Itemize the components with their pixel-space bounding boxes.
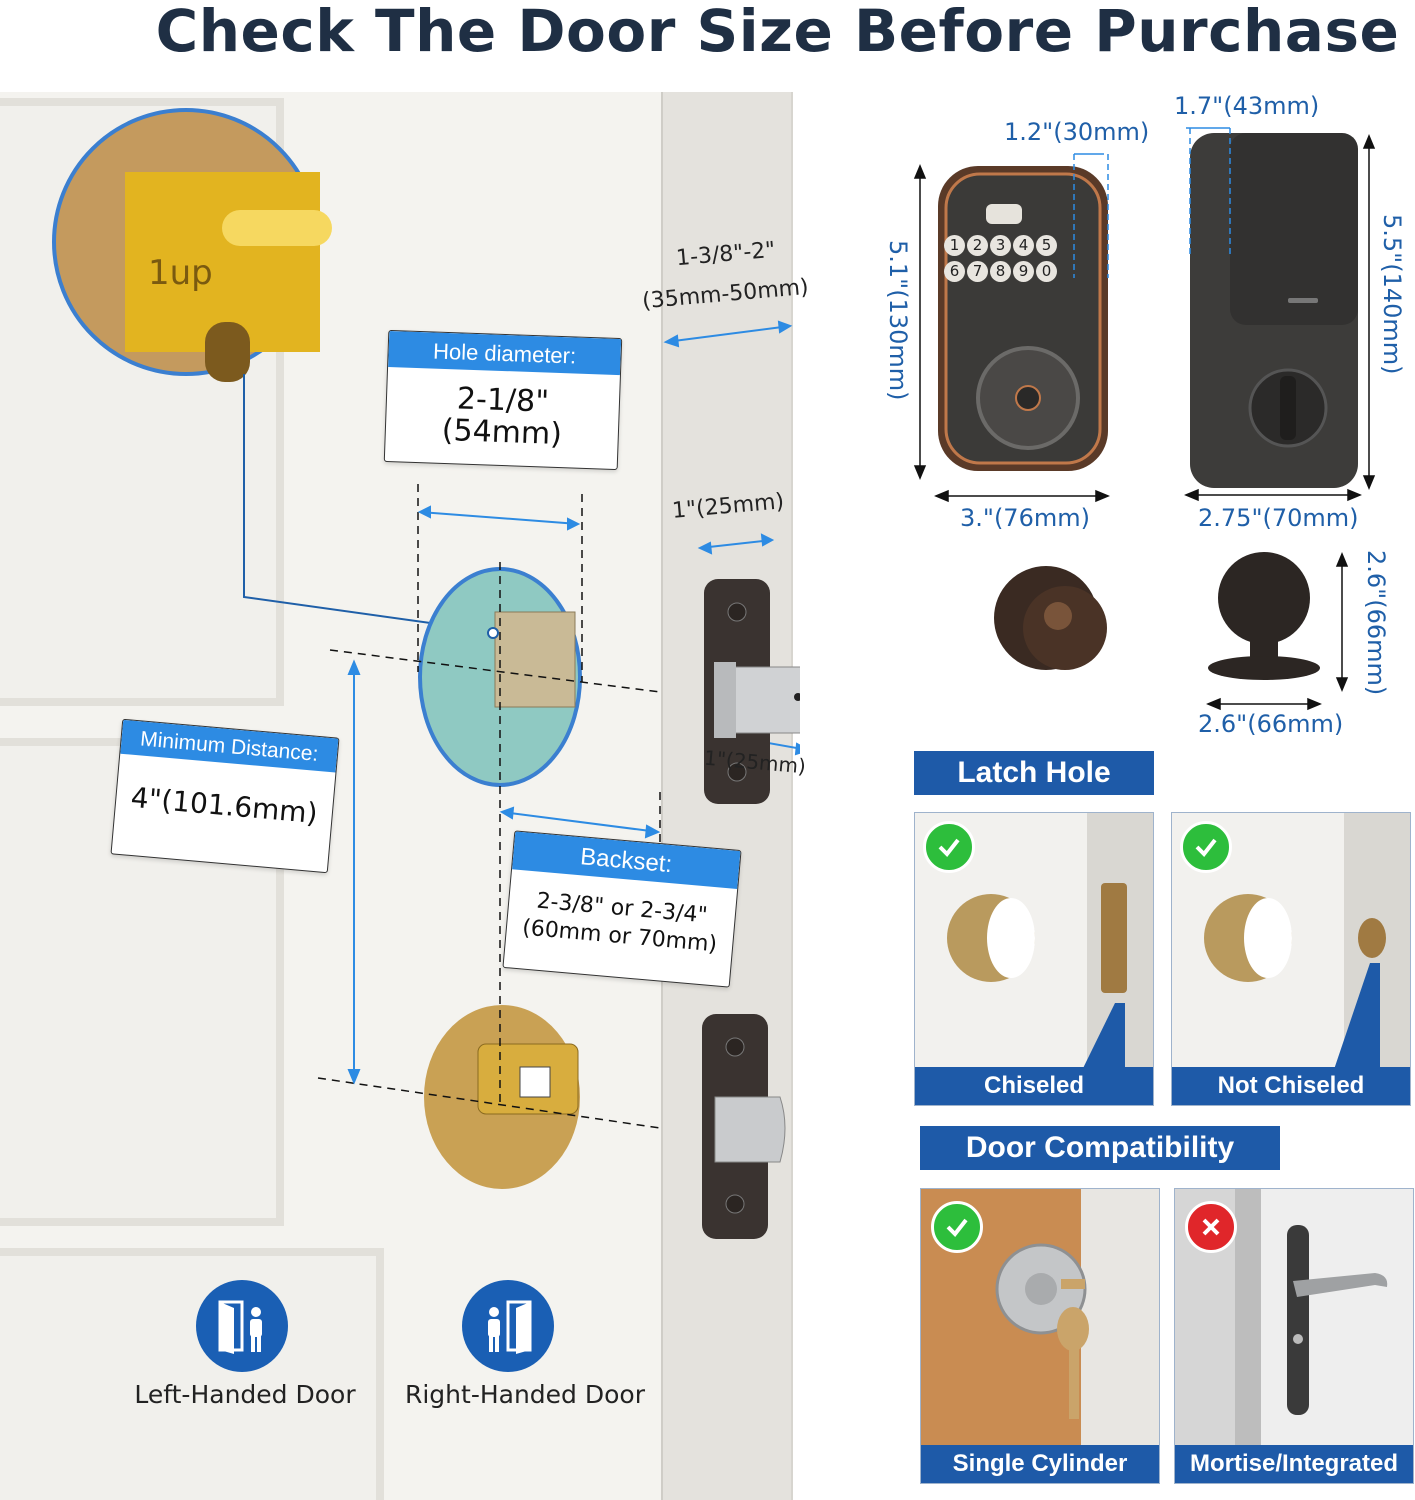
keypad-depth-label: 1.2"(30mm) — [1004, 118, 1150, 146]
check-icon — [931, 1201, 983, 1253]
key-3: 3 — [990, 235, 1011, 256]
key-1: 1 — [944, 235, 965, 256]
not-chiseled-label: Not Chiseled — [1172, 1067, 1410, 1105]
back-height-label: 5.5"(140mm) — [1378, 214, 1406, 375]
back-depth-label: 1.7"(43mm) — [1174, 92, 1320, 120]
key-2: 2 — [967, 235, 988, 256]
chiseled-label: Chiseled — [915, 1067, 1153, 1105]
right-handed-door-label: Right-Handed Door — [404, 1380, 645, 1409]
key-8: 8 — [990, 261, 1011, 282]
page-title: Check The Door Size Before Purchase — [155, 0, 1400, 65]
key-5: 5 — [1036, 235, 1057, 256]
single-cylinder-illustration — [995, 1189, 1159, 1445]
hole-diameter-metric: (54mm) — [441, 412, 563, 453]
door-compatibility-title: Door Compatibility — [920, 1126, 1280, 1170]
back-width-label: 2.75"(70mm) — [1198, 504, 1359, 532]
hole-diameter-card: Hole diameter: 2-1/8" (54mm) — [383, 329, 623, 471]
latch-option-chiseled: Chiseled — [914, 812, 1154, 1106]
door-diagram: 1up — [0, 92, 810, 1500]
keypad-height-label: 5.1"(130mm) — [884, 240, 912, 401]
keypad-width-label: 3."(76mm) — [960, 504, 1090, 532]
key-9: 9 — [1013, 261, 1034, 282]
latch-hole-title: Latch Hole — [914, 751, 1154, 795]
key-4: 4 — [1013, 235, 1034, 256]
left-handed-door-icon — [196, 1280, 288, 1372]
backset-card: Backset: 2-3/8" or 2-3/4" (60mm or 70mm) — [502, 830, 742, 988]
cross-icon — [1185, 1201, 1237, 1253]
check-icon — [1180, 821, 1232, 873]
compat-option-single-cylinder: Single Cylinder — [920, 1188, 1160, 1484]
right-handed-door: Right-Handed Door — [400, 1280, 650, 1409]
door-illustration: 1up — [0, 92, 800, 1500]
key-7: 7 — [967, 261, 988, 282]
key-0: 0 — [1036, 261, 1057, 282]
latch-option-not-chiseled: Not Chiseled — [1171, 812, 1411, 1106]
right-handed-door-icon — [462, 1280, 554, 1372]
key-6: 6 — [944, 261, 965, 282]
compat-option-mortise: Mortise/Integrated — [1174, 1188, 1414, 1484]
minimum-distance-card: Minimum Distance: 4"(101.6mm) — [110, 718, 340, 874]
mortise-label: Mortise/Integrated — [1175, 1445, 1413, 1483]
not-chiseled-illustration — [1204, 813, 1410, 1073]
product-illustration — [913, 127, 1376, 711]
product-dimensions: 1 2 3 4 5 6 7 8 9 0 1.2"(30mm) 5.1"(130m… — [860, 88, 1415, 748]
keypad-digits: 1 2 3 4 5 6 7 8 9 0 — [944, 235, 1064, 282]
latch-stamp-text: 1up — [148, 253, 213, 293]
knob-width-label: 2.6"(66mm) — [1198, 710, 1344, 738]
chiseled-illustration — [947, 813, 1153, 1073]
knob-height-label: 2.6"(66mm) — [1362, 550, 1390, 696]
left-handed-door-label: Left-Handed Door — [134, 1380, 356, 1409]
left-handed-door: Left-Handed Door — [130, 1280, 360, 1409]
single-cylinder-label: Single Cylinder — [921, 1445, 1159, 1483]
check-icon — [923, 821, 975, 873]
